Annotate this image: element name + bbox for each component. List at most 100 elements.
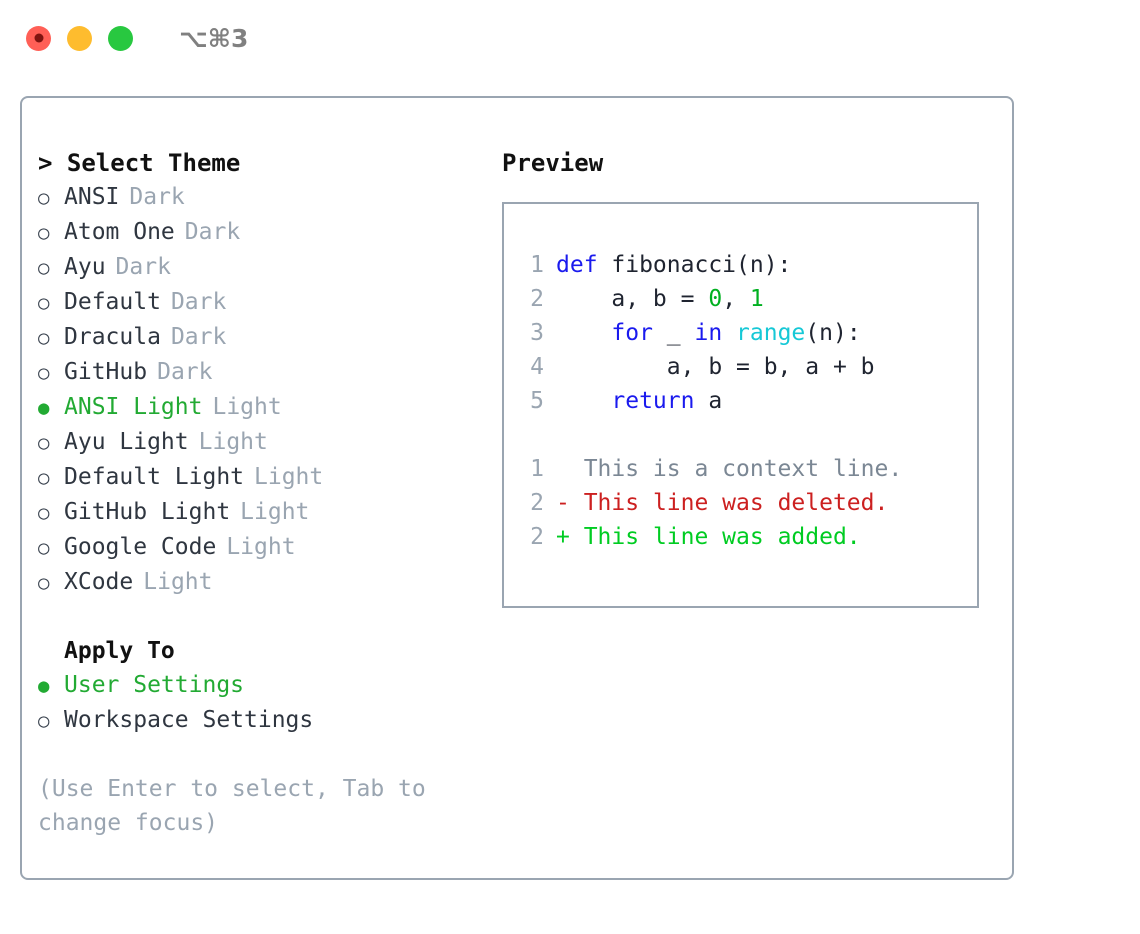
code-token: in	[694, 320, 723, 346]
maximize-button[interactable]	[108, 25, 133, 51]
select-theme-label: Select Theme	[66, 149, 241, 177]
theme-item-badge: Dark	[184, 219, 241, 245]
code-line: 3 for _ in range(n):	[522, 316, 977, 350]
apply-to-item[interactable]: ○Workspace Settings	[38, 703, 488, 738]
radio-unselected-icon[interactable]: ○	[38, 537, 50, 559]
radio-unselected-icon[interactable]: ○	[38, 257, 50, 279]
radio-selected-icon[interactable]: ●	[38, 675, 50, 697]
theme-item[interactable]: ○ Atom One Dark	[38, 215, 488, 250]
theme-item-label: Atom One	[64, 219, 175, 245]
apply-to-list[interactable]: ●User Settings ○Workspace Settings	[38, 668, 488, 738]
line-number: 1	[530, 252, 544, 278]
line-number: 4	[530, 354, 544, 380]
theme-item[interactable]: ○ XCode Light	[38, 565, 488, 600]
radio-unselected-icon[interactable]: ○	[38, 432, 50, 454]
theme-item-selected[interactable]: ● ANSI Light Light	[38, 390, 488, 425]
line-number: 5	[530, 388, 544, 414]
select-theme-header: > Select Theme	[38, 146, 488, 180]
diff-line-context: 1 This is a context line.	[522, 452, 977, 486]
code-line: 5 return a	[522, 384, 977, 418]
radio-unselected-icon[interactable]: ○	[38, 362, 50, 384]
theme-item-badge: Light	[143, 569, 213, 595]
radio-selected-icon[interactable]: ●	[38, 397, 50, 419]
theme-item-label: GitHub Light	[64, 499, 231, 525]
code-token: ,	[722, 286, 750, 312]
theme-item-label: ANSI	[64, 184, 120, 210]
theme-item-label: Google Code	[64, 534, 217, 560]
diff-line-text: This line was deleted.	[569, 490, 889, 516]
theme-item-badge: Dark	[170, 289, 227, 315]
theme-item[interactable]: ○ ANSI Dark	[38, 180, 488, 215]
line-number: 1	[530, 456, 544, 482]
radio-unselected-icon[interactable]: ○	[38, 292, 50, 314]
code-token: a, b =	[556, 286, 709, 312]
theme-item-badge: Dark	[157, 359, 213, 385]
code-token: 0	[708, 286, 723, 312]
theme-item-label: GitHub	[64, 359, 148, 385]
preview-title: Preview	[502, 149, 604, 177]
radio-unselected-icon[interactable]: ○	[38, 502, 50, 524]
theme-item[interactable]: ○ GitHub Dark	[38, 355, 488, 390]
minimize-button[interactable]	[67, 25, 92, 51]
code-token: (n):	[805, 320, 861, 346]
code-token: a, b = b, a + b	[556, 354, 875, 380]
diff-line-added: 2 + This line was added.	[522, 520, 977, 554]
code-line: 1 def fibonacci(n):	[522, 248, 977, 282]
theme-item-label: ANSI Light	[64, 394, 203, 420]
theme-item-badge: Light	[212, 394, 282, 420]
theme-item-badge: Dark	[115, 254, 171, 280]
code-token: fibonacci(n):	[611, 252, 792, 278]
code-token: 1	[749, 286, 764, 312]
radio-unselected-icon[interactable]: ○	[38, 327, 50, 349]
radio-unselected-icon[interactable]: ○	[38, 467, 50, 489]
theme-item-badge: Light	[254, 464, 324, 490]
code-token	[556, 320, 611, 346]
theme-item[interactable]: ○ Default Dark	[38, 285, 488, 320]
line-number: 2	[530, 490, 544, 516]
diff-line-text: This is a context line.	[556, 456, 903, 482]
code-token: _	[652, 320, 695, 346]
code-line: 4 a, b = b, a + b	[522, 350, 977, 384]
code-token: range	[736, 320, 806, 346]
theme-item-label: XCode	[64, 569, 134, 595]
theme-item[interactable]: ○ Ayu Dark	[38, 250, 488, 285]
theme-item-badge: Dark	[170, 324, 227, 350]
diff-line-text: This line was added.	[569, 524, 861, 550]
diff-line-deleted: 2- This line was deleted.	[522, 486, 977, 520]
caret-icon: >	[38, 149, 53, 177]
theme-item-label: Dracula	[64, 324, 161, 350]
code-token: def	[556, 252, 612, 278]
theme-item-label: Default	[64, 289, 161, 315]
radio-unselected-icon[interactable]: ○	[38, 710, 50, 732]
theme-item[interactable]: ○ Google Code Light	[38, 530, 488, 565]
apply-to-header: Apply To	[38, 634, 488, 668]
close-button[interactable]	[26, 25, 51, 51]
keyboard-hint-text: (Use Enter to select, Tab to change focu…	[38, 776, 426, 836]
code-token	[722, 320, 736, 346]
radio-unselected-icon[interactable]: ○	[38, 187, 50, 209]
code-token: for	[611, 320, 653, 346]
apply-to-label: Apply To	[64, 638, 175, 664]
preview-box: 1 def fibonacci(n): 2 a, b = 0, 1 3 for _…	[502, 202, 979, 608]
apply-to-item-selected[interactable]: ●User Settings	[38, 668, 488, 703]
theme-item-label: Ayu	[64, 254, 106, 280]
code-line: 2 a, b = 0, 1	[522, 282, 977, 316]
theme-item-badge: Light	[240, 499, 310, 525]
radio-unselected-icon[interactable]: ○	[38, 572, 50, 594]
code-token	[556, 388, 611, 414]
line-number: 2	[530, 524, 544, 550]
theme-item-badge: Light	[226, 534, 296, 560]
code-token: a	[694, 388, 723, 414]
radio-unselected-icon[interactable]: ○	[38, 222, 50, 244]
line-number: 3	[530, 320, 544, 346]
theme-item[interactable]: ○ Dracula Dark	[38, 320, 488, 355]
diff-sign: +	[556, 524, 570, 550]
theme-item-badge: Light	[198, 429, 268, 455]
theme-item[interactable]: ○ GitHub Light Light	[38, 495, 488, 530]
theme-item-badge: Dark	[129, 184, 185, 210]
